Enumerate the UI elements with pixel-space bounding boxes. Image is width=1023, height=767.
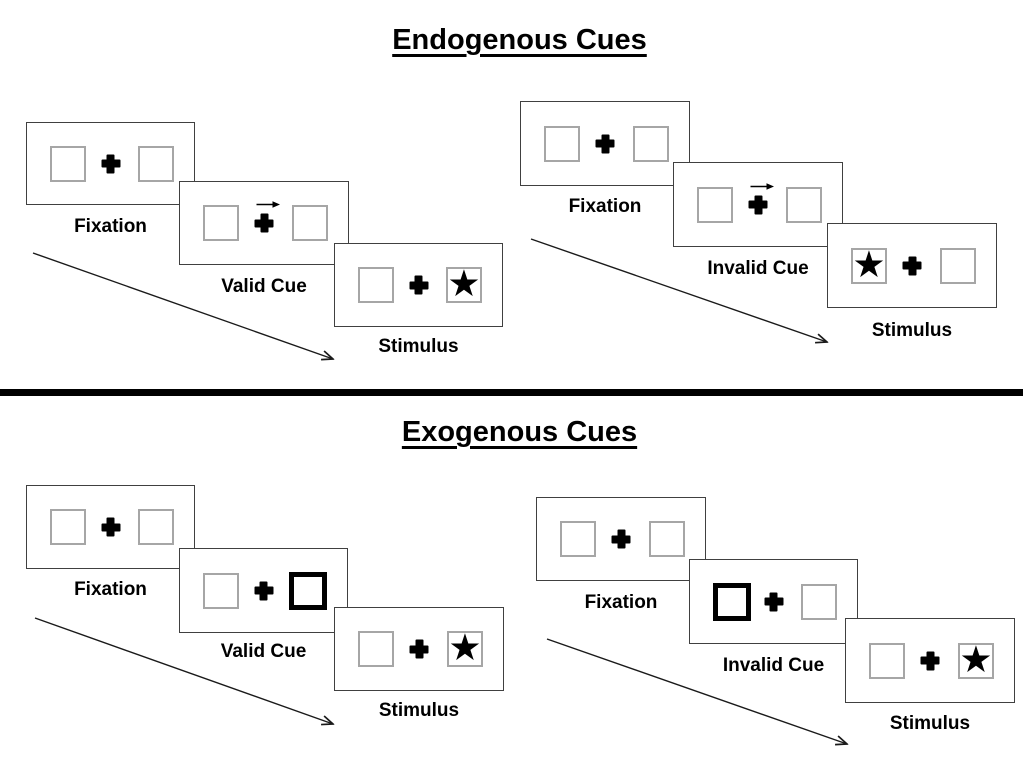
right-box bbox=[633, 125, 669, 162]
timeline-arrow bbox=[530, 238, 836, 351]
right-box bbox=[940, 247, 976, 284]
right-box: ★ bbox=[958, 638, 994, 680]
target-star-icon: ★ bbox=[447, 263, 481, 304]
right-box bbox=[801, 583, 837, 620]
fixation-panel bbox=[536, 497, 706, 581]
panel-label: Stimulus bbox=[378, 336, 459, 357]
timeline-arrow bbox=[546, 638, 856, 753]
valid-cue-panel bbox=[179, 181, 349, 265]
section-divider bbox=[0, 389, 1023, 396]
highlighted-right-box bbox=[289, 571, 327, 610]
panel-label: Stimulus bbox=[378, 700, 460, 721]
fixation-cross-icon bbox=[902, 256, 922, 275]
left-box: ★ bbox=[851, 243, 887, 285]
panel-label: Valid Cue bbox=[220, 641, 307, 662]
fixation-panel bbox=[26, 122, 195, 205]
panel-label: Invalid Cue bbox=[707, 258, 809, 279]
left-box bbox=[544, 125, 580, 162]
fixation-cross-icon bbox=[254, 213, 274, 233]
stimulus-panel: ★ bbox=[334, 607, 504, 691]
left-box bbox=[869, 642, 905, 679]
valid-cue-panel bbox=[179, 548, 348, 633]
fixation-cross-icon bbox=[595, 134, 615, 153]
right-box: ★ bbox=[446, 263, 482, 304]
section-title-endogenous: Endogenous Cues bbox=[392, 24, 647, 56]
fixation-cross-icon bbox=[764, 592, 783, 611]
timeline-arrow bbox=[32, 252, 343, 368]
left-box bbox=[203, 205, 239, 241]
panel-label: Fixation bbox=[74, 216, 147, 237]
right-box bbox=[138, 145, 174, 182]
panel-label: Fixation bbox=[584, 592, 658, 613]
left-box bbox=[560, 521, 596, 557]
left-box bbox=[50, 509, 86, 545]
left-box bbox=[203, 572, 239, 609]
target-star-icon: ★ bbox=[959, 638, 993, 680]
fixation-cross-icon bbox=[101, 517, 120, 537]
invalid-cue-panel bbox=[673, 162, 843, 247]
target-star-icon: ★ bbox=[448, 627, 482, 668]
right-box bbox=[292, 205, 328, 241]
fixation-cross-icon bbox=[409, 639, 429, 659]
section-title-exogenous: Exogenous Cues bbox=[401, 416, 638, 448]
right-box bbox=[138, 509, 174, 545]
stimulus-panel: ★ bbox=[845, 618, 1015, 703]
panel-label: Fixation bbox=[568, 196, 642, 217]
panel-label: Fixation bbox=[74, 579, 147, 600]
left-box bbox=[50, 145, 86, 182]
left-box bbox=[358, 267, 394, 303]
right-box bbox=[786, 186, 822, 223]
fixation-cross-icon bbox=[101, 154, 120, 173]
fixation-cross-icon bbox=[920, 651, 940, 670]
fixation-cross-icon bbox=[409, 275, 428, 295]
panel-label: Stimulus bbox=[889, 713, 971, 734]
right-arrow-cue-icon bbox=[750, 182, 774, 190]
stimulus-panel: ★ bbox=[334, 243, 503, 327]
stimulus-panel: ★ bbox=[827, 223, 997, 308]
highlighted-left-box bbox=[713, 582, 751, 621]
invalid-cue-panel bbox=[689, 559, 858, 644]
target-star-icon: ★ bbox=[852, 243, 886, 285]
left-box bbox=[358, 631, 394, 667]
right-box: ★ bbox=[447, 627, 483, 668]
right-arrow-cue-icon bbox=[256, 201, 280, 208]
fixation-cross-icon bbox=[611, 529, 631, 549]
fixation-cross-icon bbox=[748, 195, 768, 214]
panel-label: Invalid Cue bbox=[722, 655, 825, 676]
fixation-panel bbox=[520, 101, 690, 186]
timeline-arrow bbox=[34, 617, 342, 733]
left-box bbox=[697, 186, 733, 223]
fixation-panel bbox=[26, 485, 195, 569]
fixation-cross-icon bbox=[254, 581, 273, 600]
panel-label: Stimulus bbox=[871, 320, 953, 341]
right-box bbox=[649, 521, 685, 557]
panel-label: Valid Cue bbox=[221, 276, 307, 297]
